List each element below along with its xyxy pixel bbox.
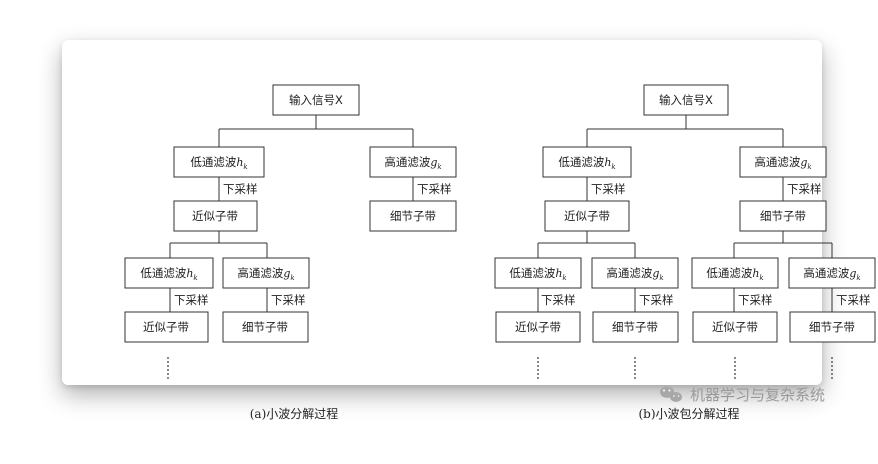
detail-subband-label: 细节子带 (390, 209, 436, 223)
lowpass-filter-box (691, 257, 779, 289)
lowpass-filter-box (173, 146, 265, 178)
svg-text:高通滤波gk: 高通滤波gk (384, 155, 441, 171)
approx-subband-label: 近似子带 (143, 320, 189, 334)
approx-subband-box (692, 311, 778, 343)
vertical-ellipsis (831, 357, 833, 379)
svg-text:低通滤波hk: 低通滤波hk (706, 266, 763, 282)
detail-subband-box (739, 200, 827, 232)
approx-subband-box (495, 311, 581, 343)
highpass-filter-label: 高通滤波 (754, 155, 800, 169)
detail-subband-box (789, 311, 876, 343)
approx-subband-label: 近似子带 (712, 320, 758, 334)
lowpass-filter-box (494, 257, 582, 289)
detail-subband-box (369, 200, 457, 232)
approx-subband-box (544, 200, 630, 232)
vertical-ellipsis (734, 357, 736, 379)
input-signal-box (643, 84, 729, 116)
lowpass-filter-label: 低通滤波 (558, 155, 604, 169)
svg-text:高通滤波gk: 高通滤波gk (754, 155, 811, 171)
detail-subband-box (222, 311, 309, 343)
wavelet-tree: 输入信号X 低通滤波hk 高通滤波gk 下采样 下采样 近似子带 细节子带 低通… (124, 84, 457, 421)
input-signal-box (272, 84, 360, 116)
svg-text:低通滤波hk: 低通滤波hk (558, 155, 615, 171)
lowpass-filter-label: 低通滤波 (140, 266, 186, 280)
detail-subband-label: 细节子带 (612, 320, 658, 334)
watermark-text: 机器学习与复杂系统 (690, 386, 825, 404)
lowpass-filter-label: 低通滤波 (190, 155, 236, 169)
connector (586, 177, 784, 201)
decomposition-diagram: 输入信号X 低通滤波hk 高通滤波gk 下采样 下采样 近似子带 细节子带 低通… (124, 84, 876, 421)
downsample-label: 下采样 (541, 293, 576, 307)
highpass-filter-box (369, 146, 457, 178)
input-signal-label: 输入信号X (289, 93, 343, 107)
svg-text:高通滤波gk: 高通滤波gk (606, 266, 663, 282)
vertical-ellipsis (634, 357, 636, 379)
downsample-label: 下采样 (639, 293, 674, 307)
connector (218, 177, 414, 201)
connector (169, 288, 268, 312)
highpass-filter-label: 高通滤波 (606, 266, 652, 280)
detail-subband-label: 细节子带 (242, 320, 288, 334)
downsample-label: 下采样 (417, 182, 452, 196)
connector (169, 231, 268, 258)
downsample-label: 下采样 (738, 293, 773, 307)
svg-text:高通滤波gk: 高通滤波gk (237, 266, 294, 282)
detail-subband-box (592, 311, 679, 343)
highpass-filter-label: 高通滤波 (237, 266, 283, 280)
lowpass-filter-box (542, 146, 632, 178)
highpass-filter-box (788, 257, 876, 289)
approx-subband-label: 近似子带 (564, 209, 610, 223)
approx-subband-label: 近似子带 (515, 320, 561, 334)
highpass-filter-box (591, 257, 679, 289)
connector (586, 115, 784, 147)
svg-text:低通滤波hk: 低通滤波hk (509, 266, 566, 282)
downsample-label: 下采样 (787, 182, 822, 196)
lowpass-filter-label: 低通滤波 (509, 266, 555, 280)
caption-wavelet-packet: (b)小波包分解过程 (638, 406, 739, 421)
figure-card: 输入信号X 低通滤波hk 高通滤波gk 下采样 下采样 近似子带 细节子带 低通… (62, 40, 876, 421)
approx-subband-box (173, 200, 258, 232)
connector (537, 231, 636, 258)
downsample-label: 下采样 (591, 182, 626, 196)
highpass-filter-box (222, 257, 310, 289)
downsample-label: 下采样 (271, 293, 306, 307)
svg-text:低通滤波hk: 低通滤波hk (140, 266, 197, 282)
approx-subband-box (124, 311, 209, 343)
connector (733, 231, 833, 258)
lowpass-filter-box (124, 257, 214, 289)
connector (537, 288, 833, 312)
svg-text:高通滤波gk: 高通滤波gk (803, 266, 860, 282)
wavelet-packet-tree: 输入信号X 低通滤波hk 高通滤波gk 下采样 下采样 近似子带 细节子带 低通… (494, 84, 876, 421)
lowpass-filter-label: 低通滤波 (706, 266, 752, 280)
connector (218, 115, 414, 147)
caption-wavelet: (a)小波分解过程 (250, 406, 339, 421)
downsample-label: 下采样 (836, 293, 871, 307)
watermark: 机器学习与复杂系统 (660, 386, 825, 404)
downsample-label: 下采样 (174, 293, 209, 307)
highpass-filter-label: 高通滤波 (384, 155, 430, 169)
detail-subband-label: 细节子带 (760, 209, 806, 223)
highpass-filter-box (739, 146, 827, 178)
vertical-ellipsis (167, 357, 169, 379)
highpass-filter-label: 高通滤波 (803, 266, 849, 280)
downsample-label: 下采样 (223, 182, 258, 196)
approx-subband-label: 近似子带 (192, 209, 238, 223)
vertical-ellipsis (537, 357, 539, 379)
input-signal-label: 输入信号X (659, 93, 713, 107)
detail-subband-label: 细节子带 (809, 320, 855, 334)
wechat-icon (660, 386, 682, 402)
svg-text:低通滤波hk: 低通滤波hk (190, 155, 247, 171)
